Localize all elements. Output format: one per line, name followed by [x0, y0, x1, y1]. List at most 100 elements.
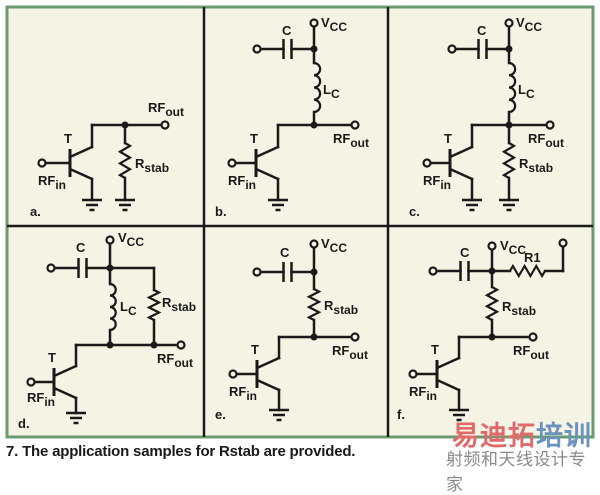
panel-d: VCC C Rstab LC RFout T RFin d. [18, 230, 196, 431]
rf-out-label: RFout [513, 343, 549, 362]
transistor-collector [52, 364, 78, 378]
vcc-label: VCC [118, 230, 144, 249]
cap-label: C [280, 245, 290, 260]
rf-in-terminal [37, 158, 47, 168]
transistor-label: T [250, 131, 258, 146]
transistor-collector [68, 145, 94, 159]
vcc-terminal [309, 239, 319, 249]
watermark-blue-text: 培训 [536, 421, 592, 452]
rf-in-terminal [227, 158, 237, 168]
resistor-icon [146, 289, 162, 321]
watermark-red-text: 易迪拓 [452, 421, 536, 452]
inductor-label: LC [323, 82, 340, 101]
ground-icon [449, 408, 469, 422]
transistor-label: T [251, 342, 259, 357]
cap-input-terminal [428, 266, 438, 276]
rf-out-terminal [528, 332, 538, 342]
rf-in-label: RFin [409, 384, 437, 403]
transistor-collector [435, 356, 461, 370]
ground-icon [115, 198, 135, 212]
transistor-emitter [68, 167, 94, 181]
panel-label: b. [215, 204, 227, 219]
panel-label: a. [30, 204, 41, 219]
panel-label: e. [215, 407, 226, 422]
rf-in-label: RFin [38, 173, 66, 192]
rf-out-label: RFout [148, 100, 184, 119]
transistor-icon [33, 364, 78, 400]
rstab-label: Rstab [502, 299, 536, 318]
watermark-logo: 易迪拓培训 [452, 414, 592, 453]
resistor-icon [501, 142, 517, 179]
inductor-label: LC [518, 82, 535, 101]
vcc-terminal [504, 18, 514, 28]
figure-caption: 7. The application samples for Rstab are… [6, 443, 356, 460]
ground-icon [269, 408, 289, 422]
cap-label: C [76, 240, 86, 255]
rf-out-terminal [545, 120, 555, 130]
cap-input-terminal [252, 267, 262, 277]
inductor-icon [508, 61, 517, 114]
ground-icon [462, 198, 482, 212]
inductor-icon [313, 61, 322, 114]
transistor-collector [448, 145, 474, 159]
rf-out-terminal [350, 120, 360, 130]
resistor-icon [509, 263, 546, 279]
transistor-icon [429, 145, 474, 181]
vcc-terminal [105, 235, 115, 245]
ground-icon [268, 198, 288, 212]
vcc-label: VCC [516, 15, 542, 34]
rf-in-label: RFin [228, 173, 256, 192]
cap-input-terminal [252, 44, 262, 54]
cap-input-terminal [447, 44, 457, 54]
rf-in-terminal [26, 377, 36, 387]
rstab-label: Rstab [162, 295, 196, 314]
transistor-label: T [48, 350, 56, 365]
cap-label: C [477, 23, 487, 38]
cap-label: C [460, 245, 470, 260]
transistor-label: T [431, 342, 439, 357]
vcc-label: VCC [321, 15, 347, 34]
rf-in-terminal [422, 158, 432, 168]
r1-terminal [558, 238, 568, 248]
rf-in-label: RFin [229, 384, 257, 403]
r1-label: R1 [524, 250, 541, 265]
vcc-terminal [487, 241, 497, 251]
cap-input-terminal [46, 263, 56, 273]
rstab-label: Rstab [519, 156, 553, 175]
rf-in-terminal [408, 369, 418, 379]
transistor-label: T [64, 131, 72, 146]
transistor-icon [44, 145, 94, 181]
transistor-label: T [444, 131, 452, 146]
circuit-figure: TRFinRFoutRstaba.VCCCLCRFoutTRFinb.VCCCL… [5, 5, 595, 439]
vcc-terminal [309, 18, 319, 28]
rf-in-label: RFin [423, 173, 451, 192]
ground-icon [82, 198, 102, 212]
rf-out-label: RFout [332, 343, 368, 362]
rf-out-label: RFout [528, 131, 564, 150]
ground-icon [66, 411, 86, 425]
resistor-icon [306, 288, 322, 321]
rf-in-terminal [228, 369, 238, 379]
vcc-label: VCC [500, 238, 526, 257]
transistor-emitter [52, 386, 78, 400]
inductor-label: LC [120, 299, 137, 318]
resistor-icon [484, 286, 500, 321]
resistor-icon [117, 142, 133, 179]
rf-out-terminal [176, 340, 186, 350]
panel-label: d. [18, 416, 30, 431]
transistor-icon [235, 356, 281, 392]
transistor-icon [234, 145, 280, 181]
transistor-collector [254, 145, 280, 159]
panel-label: f. [397, 407, 405, 422]
transistor-icon [415, 356, 461, 392]
rf-in-label: RFin [27, 390, 55, 409]
rf-out-label: RFout [157, 351, 193, 370]
ground-icon [499, 198, 519, 212]
transistor-emitter [435, 378, 461, 392]
rf-out-terminal [160, 120, 170, 130]
